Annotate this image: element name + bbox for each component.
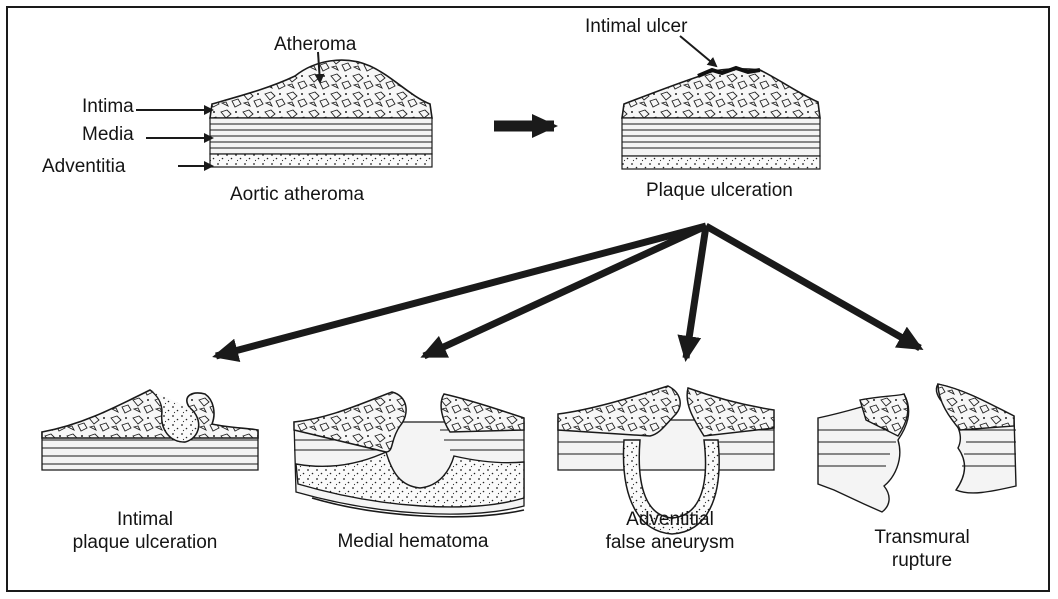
plaque-ulceration-illustration [622, 68, 820, 169]
intimal-ulcer-pointer [680, 36, 716, 66]
adventitia-label: Adventitia [42, 156, 125, 178]
outcome-label-intimal-plaque-ulceration: Intimal plaque ulceration [73, 508, 218, 554]
branch-arrows [216, 226, 920, 358]
intimal-ulcer-label: Intimal ulcer [585, 16, 687, 38]
plaque-ulceration-caption: Plaque ulceration [646, 180, 793, 202]
media-label: Media [82, 124, 134, 146]
transmural-rupture-illustration [818, 384, 1016, 512]
medial-hematoma-illustration [294, 392, 524, 517]
atheroma-label: Atheroma [274, 34, 356, 56]
aortic-atheroma-caption: Aortic atheroma [230, 184, 364, 206]
outcome-label-medial-hematoma: Medial hematoma [337, 530, 488, 553]
aortic-atheroma-illustration [210, 60, 432, 167]
intima-label: Intima [82, 96, 134, 118]
outcome-label-adventitial-false-aneurysm: Adventitial false aneurysm [606, 508, 735, 554]
intimal-plaque-ulceration-illustration [42, 390, 258, 470]
outcome-label-transmural-rupture: Transmural rupture [854, 526, 990, 572]
